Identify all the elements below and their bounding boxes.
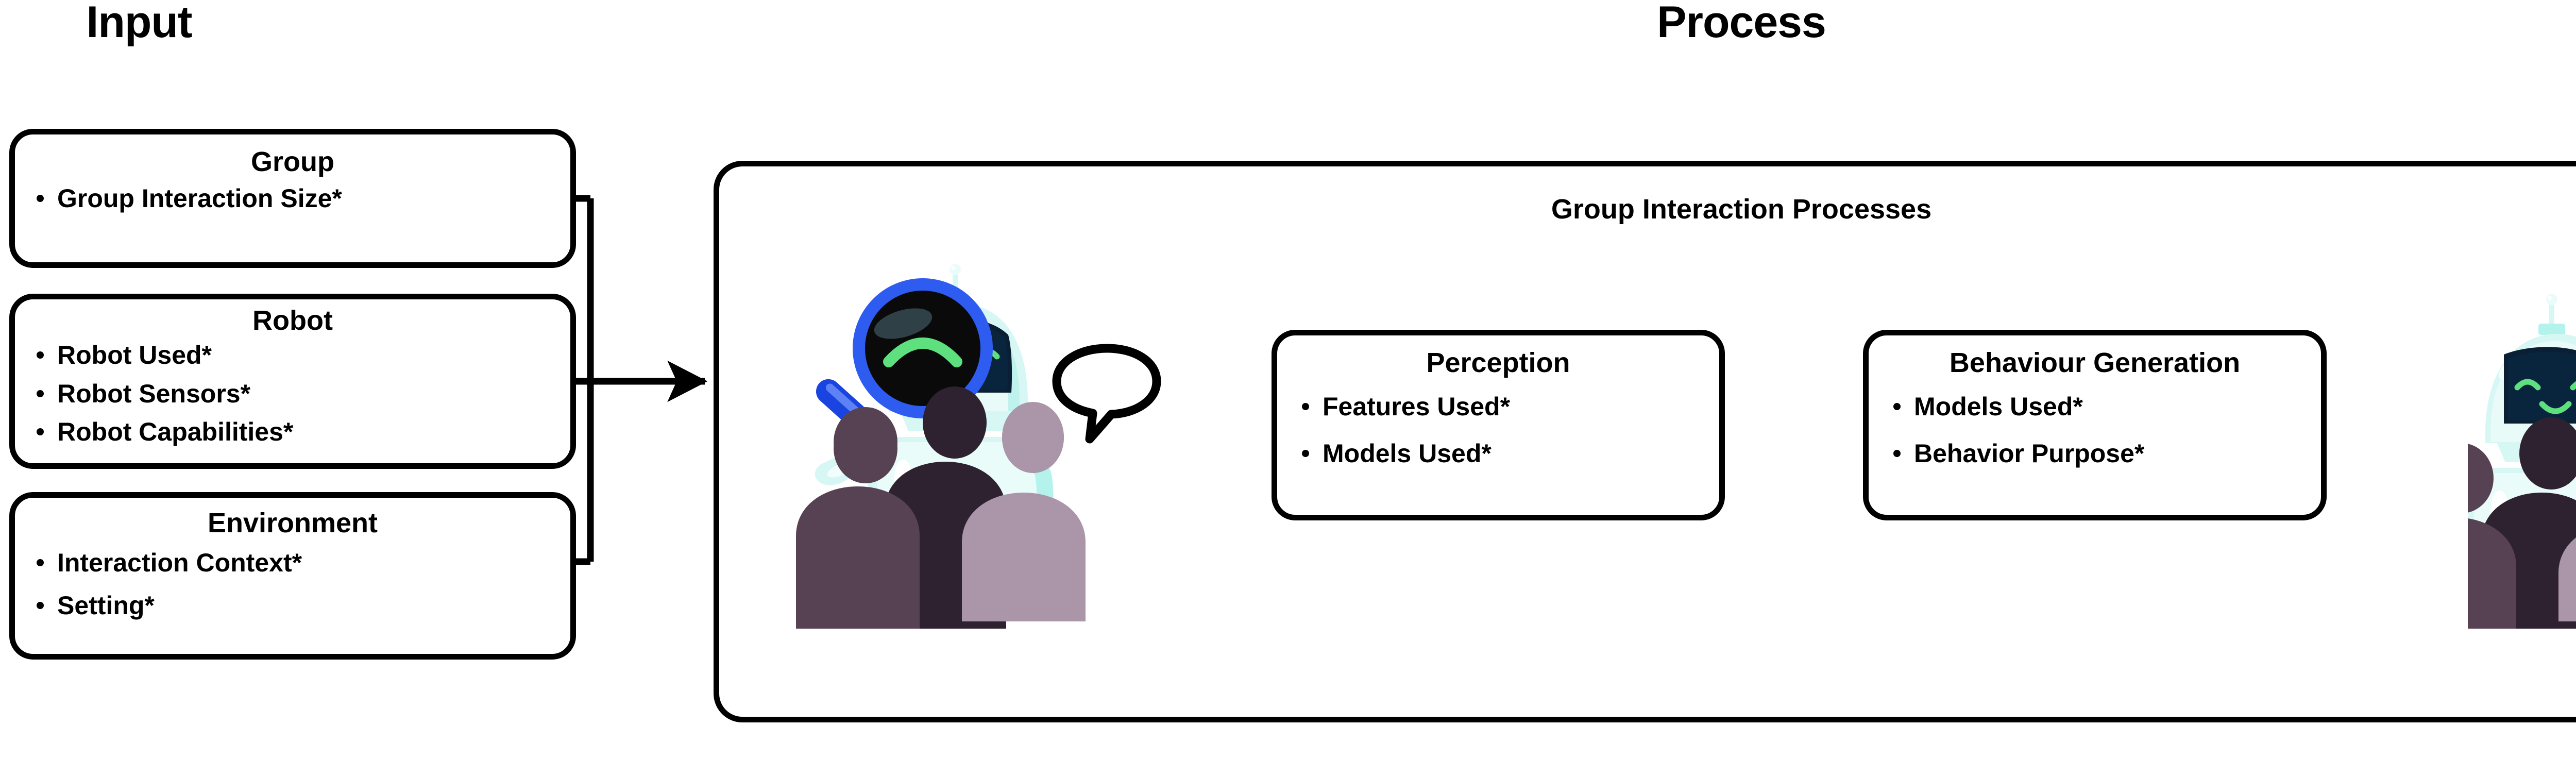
column-title-input: Input [86, 0, 192, 47]
list-item: Robot Used* [32, 342, 570, 369]
input-box-environment[interactable]: Environment Interaction Context* Setting… [9, 492, 576, 660]
list-item: Setting* [32, 592, 570, 619]
person-back-center [923, 386, 987, 459]
person-front-right [2558, 537, 2576, 621]
column-title-process: Process [1657, 0, 1826, 47]
person-front-left [796, 413, 920, 629]
person-front-right [962, 403, 1086, 621]
process-box-perception[interactable]: Perception Features Used* Models Used* [1272, 330, 1725, 520]
process-container-heading: Group Interaction Processes [1551, 194, 1932, 225]
process-box-behaviour-generation-list: Models Used* Behavior Purpose* [1889, 393, 2321, 467]
person-back-left [2468, 444, 2494, 513]
list-item: Robot Sensors* [32, 380, 570, 408]
list-item: Behavior Purpose* [1889, 440, 2321, 467]
robot-with-magnifier-and-people-scene [796, 264, 1161, 629]
person-front-left [2468, 518, 2516, 629]
input-box-environment-title: Environment [207, 508, 378, 538]
robot-antenna [2538, 294, 2565, 335]
input-box-robot[interactable]: Robot Robot Used* Robot Sensors* Robot C… [9, 294, 576, 469]
list-item: Models Used* [1889, 393, 2321, 420]
speech-bubble-icon [1052, 344, 1161, 444]
process-box-perception-list: Features Used* Models Used* [1298, 393, 1719, 467]
list-item: Models Used* [1298, 440, 1719, 467]
list-item: Features Used* [1298, 393, 1719, 420]
people-group [796, 386, 1086, 629]
input-box-environment-list: Interaction Context* Setting* [32, 549, 570, 619]
list-item: Robot Capabilities* [32, 418, 570, 446]
robot-speaking-with-people-scene [2468, 294, 2576, 629]
input-box-robot-title: Robot [252, 305, 333, 336]
person-back-center [2519, 417, 2576, 490]
list-item: Interaction Context* [32, 549, 570, 577]
robot-face-expression [2514, 379, 2576, 414]
process-box-behaviour-generation-title: Behaviour Generation [1949, 347, 2241, 378]
input-box-group-title: Group [251, 146, 334, 177]
input-box-robot-list: Robot Used* Robot Sensors* Robot Capabil… [32, 342, 570, 446]
list-item: Group Interaction Size* [32, 185, 570, 212]
people-group [2468, 417, 2576, 629]
process-box-behaviour-generation[interactable]: Behaviour Generation Models Used* Behavi… [1863, 330, 2327, 520]
input-box-group[interactable]: Group Group Interaction Size* [9, 129, 576, 268]
input-box-group-list: Group Interaction Size* [32, 185, 570, 212]
process-box-perception-title: Perception [1426, 347, 1570, 378]
input-connector-group [576, 195, 708, 565]
